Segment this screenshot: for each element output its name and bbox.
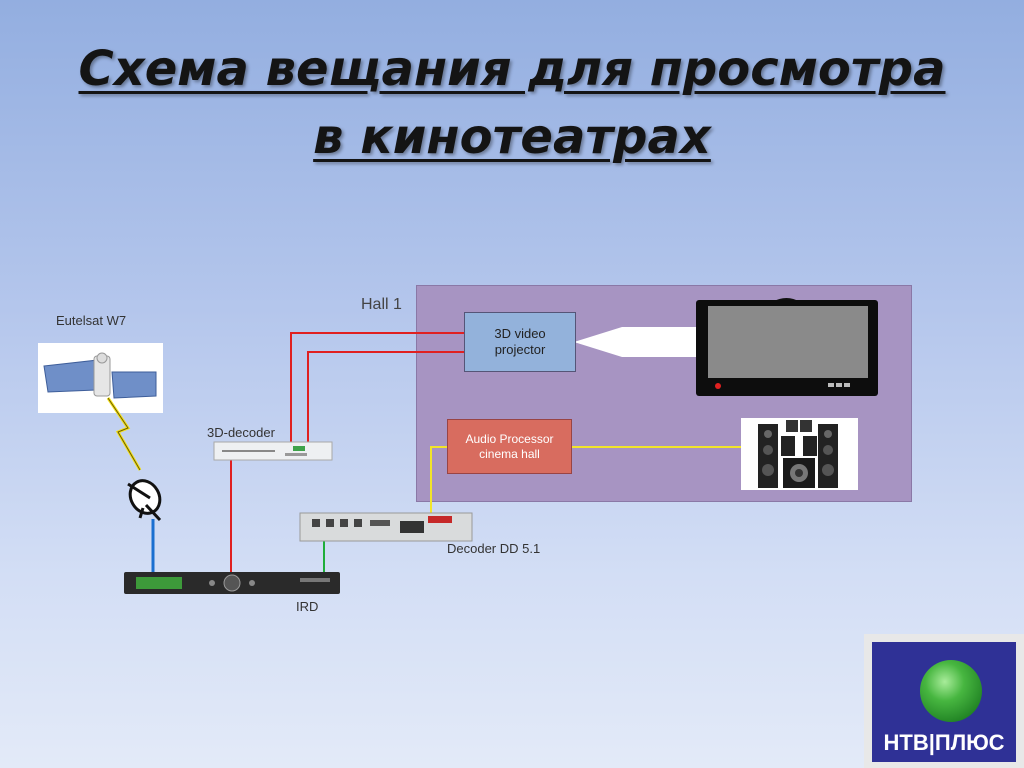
speakers-icon — [741, 418, 858, 490]
satellite-dish-icon — [127, 479, 162, 522]
3d-decoder-device — [213, 441, 333, 461]
ird-label: IRD — [296, 599, 319, 614]
projector-label: 3D video projector — [494, 325, 546, 357]
projector-beam — [574, 327, 723, 357]
wire-red-2 — [307, 351, 464, 442]
ntv-plus-logo: НТВ|ПЛЮС — [864, 634, 1024, 768]
satellite-label: Eutelsat W7 — [56, 313, 127, 328]
wire-yellow-1 — [430, 446, 447, 513]
wire-red-1 — [290, 332, 464, 442]
title-line-2: в кинотеатрах — [313, 109, 711, 165]
audio-processor-box: Audio Processor cinema hall — [447, 419, 572, 474]
satellite-icon — [38, 343, 163, 413]
screen-tv-icon — [696, 298, 878, 396]
ird-device — [124, 572, 340, 594]
logo-panel: НТВ|ПЛЮС — [872, 642, 1016, 762]
decoder-dd-label: Decoder DD 5.1 — [447, 541, 541, 556]
audio-processor-label: Audio Processor cinema hall — [465, 431, 554, 461]
title-line-1: Схема вещания для просмотра — [78, 41, 946, 97]
3d-decoder-label: 3D-decoder — [207, 425, 275, 440]
logo-sphere-icon — [920, 660, 982, 722]
logo-text: НТВ|ПЛЮС — [883, 730, 1005, 755]
hall-label: Hall 1 — [361, 296, 402, 313]
decoder-dd-device — [299, 512, 473, 542]
projector-box: 3D video projector — [464, 312, 576, 372]
